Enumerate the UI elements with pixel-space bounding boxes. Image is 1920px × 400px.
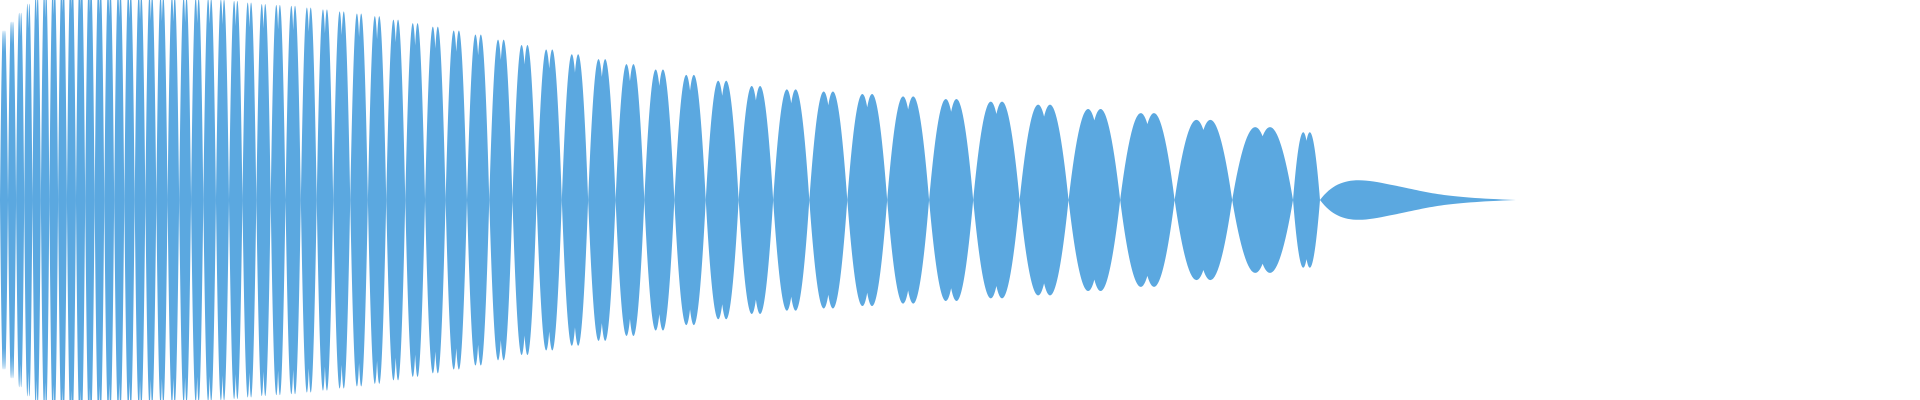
waveform-lobe <box>40 0 50 400</box>
waveform-lobe <box>333 11 351 389</box>
waveform-lobe <box>536 49 562 351</box>
waveform-lobe <box>929 98 974 302</box>
waveform-lobe <box>350 13 368 387</box>
waveform-lobe <box>1174 119 1233 281</box>
waveform-lobes <box>0 0 1320 400</box>
waveform-lobe <box>0 30 8 370</box>
waveform-lobe <box>124 0 135 400</box>
waveform-lobe <box>167 0 180 400</box>
waveform-lobe <box>104 0 115 400</box>
waveform-lobe <box>705 80 739 320</box>
waveform-lobe <box>847 93 888 307</box>
waveform-lobe <box>8 21 17 379</box>
waveform-lobe <box>24 3 33 397</box>
waveform-lobe <box>425 26 446 374</box>
waveform-tail <box>1320 180 1516 220</box>
waveform-lobe <box>316 9 334 391</box>
waveform-lobe <box>367 16 387 384</box>
waveform-lobe <box>489 39 513 361</box>
waveform-lobe <box>738 85 774 315</box>
waveform-lobe <box>242 2 257 398</box>
waveform-lobe <box>156 0 168 400</box>
waveform-lobe <box>16 12 25 388</box>
waveform-lobe <box>215 0 229 400</box>
waveform-lobe <box>114 0 125 400</box>
waveform-lobe <box>300 7 317 393</box>
waveform-lobe <box>32 0 41 400</box>
waveform-lobe <box>85 0 95 400</box>
waveform-lobe <box>615 64 645 336</box>
waveform-lobe <box>1068 108 1121 292</box>
waveform-lobe <box>228 0 243 400</box>
waveform-lobe <box>285 5 301 395</box>
waveform-lobe <box>1019 104 1069 296</box>
waveform-lobe <box>94 0 105 400</box>
waveform-lobe <box>445 30 467 370</box>
waveform-lobe <box>588 59 616 341</box>
waveform-lobe <box>512 44 537 356</box>
waveform-lobe <box>809 91 848 309</box>
waveform-lobe <box>134 0 146 400</box>
waveform-lobe <box>386 19 406 381</box>
waveform-lobe <box>973 101 1020 299</box>
waveform-lobe <box>1293 132 1320 268</box>
waveform-lobe <box>203 0 216 400</box>
waveform-lobe <box>561 54 589 346</box>
waveform-lobe <box>1232 127 1294 273</box>
waveform-lobe <box>66 0 76 400</box>
waveform-lobe <box>179 0 192 400</box>
waveform-lobe <box>1120 113 1175 287</box>
waveform-lobe <box>887 96 930 304</box>
waveform-lobe <box>145 0 157 400</box>
waveform-lobe <box>466 34 490 366</box>
waveform-lobe <box>75 0 86 400</box>
waveform-lobe <box>49 0 59 400</box>
waveform-lobe <box>191 0 204 400</box>
waveform-lobe <box>405 23 426 377</box>
waveform-lobe <box>674 74 706 326</box>
waveform-lobe <box>644 69 675 331</box>
waveform-lobe <box>256 3 271 397</box>
waveform-lobe <box>58 0 67 400</box>
waveform-lobe <box>270 4 286 396</box>
waveform-lobe <box>773 89 810 311</box>
